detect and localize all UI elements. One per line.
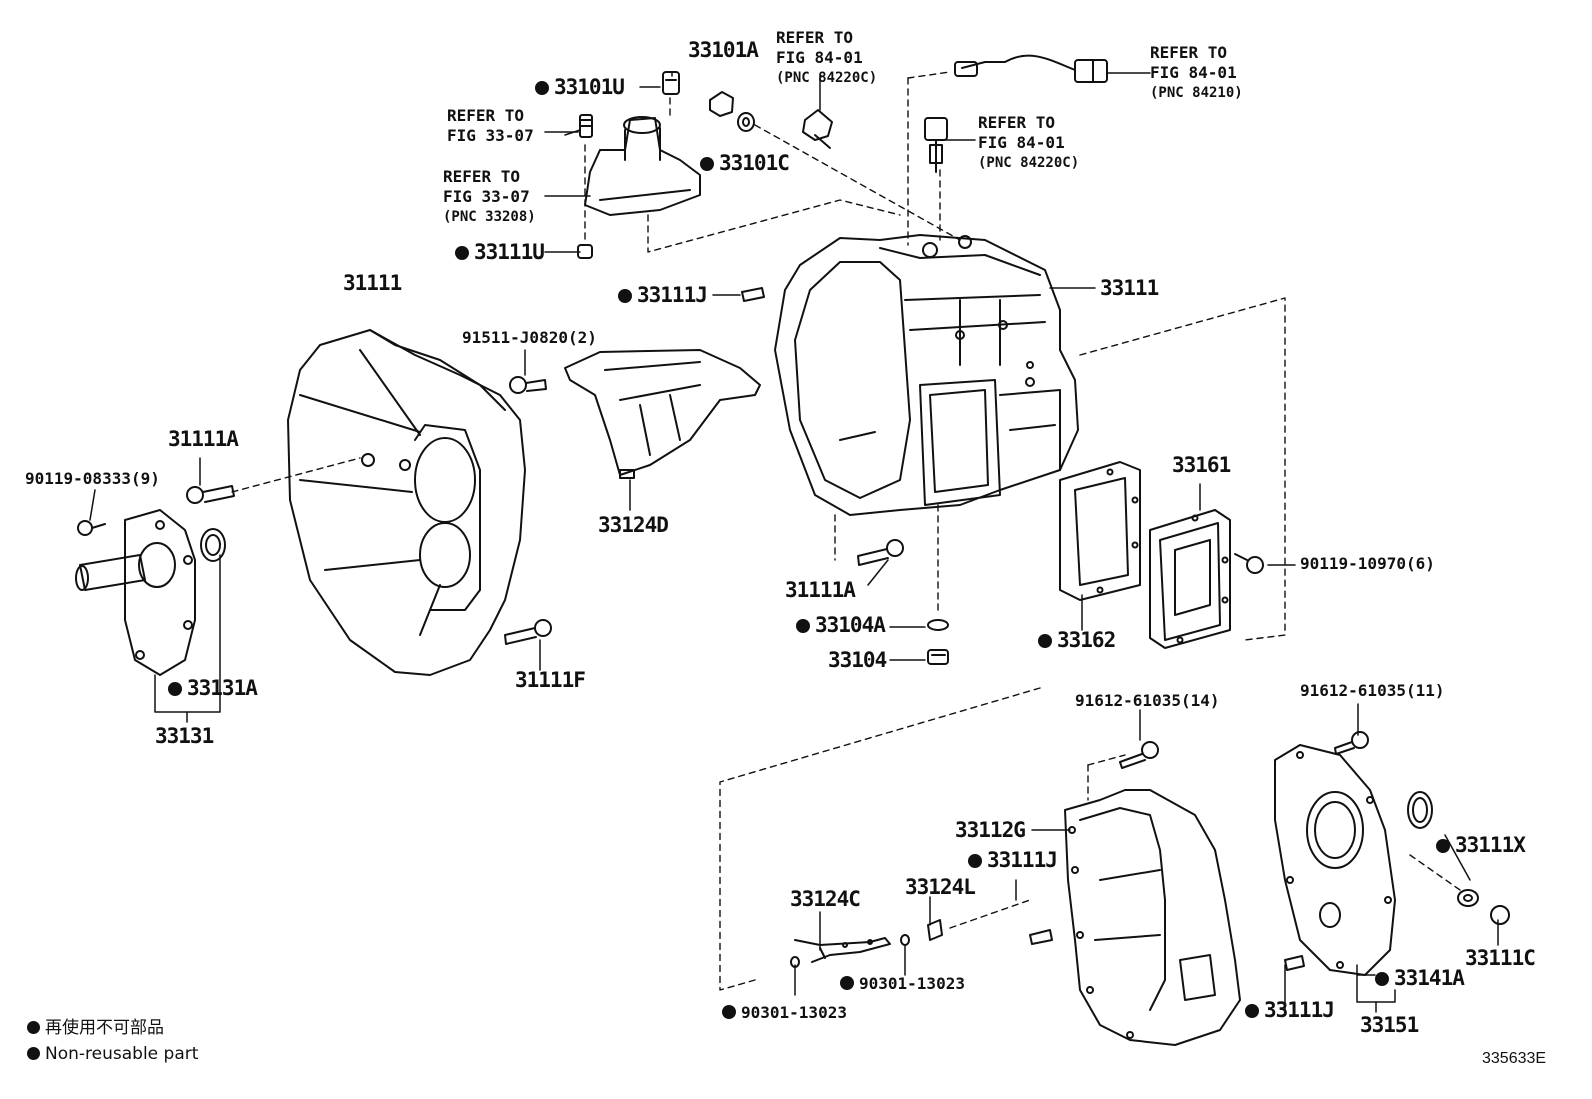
non-reusable-dot-icon [796, 619, 810, 633]
part-label-33104: 33104 [828, 648, 887, 672]
refer-to-fig-84-01-a: REFER TO FIG 84-01 (PNC 84220C) [776, 28, 878, 86]
non-reusable-dot-icon [455, 246, 469, 260]
non-reusable-dot-icon [27, 1021, 40, 1034]
legend-japanese: 再使用不可部品 [27, 1020, 164, 1037]
part-label-33111: 33111 [1100, 276, 1159, 300]
part-label-33111J-top: 33111J [618, 285, 708, 306]
non-reusable-dot-icon [1038, 634, 1052, 648]
part-label-90301-13023-a: 90301-13023 [840, 976, 965, 992]
part-label-33104A: 33104A [796, 615, 886, 636]
part-label-33111X: 33111X [1436, 835, 1526, 856]
leader-lines [89, 71, 1499, 1013]
part-label-33111C: 33111C [1465, 946, 1536, 970]
part-label-33101A: 33101A [688, 38, 759, 62]
cover-and-gasket [1059, 461, 1231, 649]
shift-cover-assembly [577, 71, 755, 259]
non-reusable-dot-icon [1436, 839, 1450, 853]
adapter-plate [1274, 744, 1433, 976]
non-reusable-dot-icon [840, 976, 854, 990]
refer-to-fig-33-07-b: REFER TO FIG 33-07 (PNC 33208) [443, 167, 536, 225]
non-reusable-dot-icon [722, 1005, 736, 1019]
bolts [186, 376, 1510, 925]
non-reusable-dot-icon [700, 157, 714, 171]
part-label-91612-61035-14: 91612-61035(14) [1075, 691, 1220, 710]
part-label-33101U: 33101U [535, 77, 625, 98]
part-label-31111A-left: 31111A [168, 427, 239, 451]
part-label-90119-08333: 90119-08333(9) [25, 469, 160, 488]
part-label-90301-13023-b: 90301-13023 [722, 1005, 847, 1021]
part-label-33111J-bottom: 33111J [1245, 1000, 1335, 1021]
extension-housing [1064, 789, 1241, 1046]
part-label-33111J-mid: 33111J [968, 850, 1058, 871]
bearing-retainer [75, 509, 226, 676]
part-label-31111A-mid: 31111A [785, 578, 856, 602]
part-label-90119-10970: 90119-10970(6) [1300, 554, 1435, 573]
part-label-31111: 31111 [343, 271, 402, 295]
part-label-33101C: 33101C [700, 153, 790, 174]
refer-to-fig-33-07-a: REFER TO FIG 33-07 [447, 106, 534, 145]
part-label-33151: 33151 [1360, 1013, 1419, 1037]
part-label-31111F: 31111F [515, 668, 586, 692]
part-label-33162: 33162 [1038, 630, 1116, 651]
part-label-33112G: 33112G [955, 818, 1026, 842]
drain-plug [927, 619, 949, 665]
non-reusable-dot-icon [968, 854, 982, 868]
non-reusable-dot-icon [1245, 1004, 1259, 1018]
speed-sensor-parts [802, 54, 1108, 173]
legend-english: Non-reusable part [27, 1046, 198, 1063]
alignment-lines [231, 71, 1461, 991]
part-label-33124L: 33124L [905, 875, 976, 899]
refer-to-fig-84-01-b: REFER TO FIG 84-01 (PNC 84220C) [978, 113, 1080, 171]
figure-code: 335633E [1482, 1050, 1547, 1067]
non-reusable-dot-icon [535, 81, 549, 95]
non-reusable-dot-icon [618, 289, 632, 303]
non-reusable-dot-icon [168, 682, 182, 696]
part-label-33131A: 33131A [168, 678, 258, 699]
clutch-housing [287, 329, 526, 676]
part-label-33141A: 33141A [1375, 968, 1465, 989]
bracket-33124D [564, 349, 761, 479]
part-label-33124D: 33124D [598, 513, 669, 537]
part-label-33131: 33131 [155, 724, 214, 748]
part-label-33111U: 33111U [455, 242, 545, 263]
non-reusable-dot-icon [1375, 972, 1389, 986]
part-label-33124C: 33124C [790, 887, 861, 911]
part-label-91612-61035-11: 91612-61035(11) [1300, 681, 1445, 700]
refer-to-fig-84-01-c: REFER TO FIG 84-01 (PNC 84210) [1150, 43, 1243, 101]
small-parts [741, 287, 1305, 971]
part-label-33161: 33161 [1172, 453, 1231, 477]
non-reusable-dot-icon [27, 1047, 40, 1060]
part-label-91511-J0820: 91511-J0820(2) [462, 328, 597, 347]
transmission-case [774, 234, 1079, 516]
